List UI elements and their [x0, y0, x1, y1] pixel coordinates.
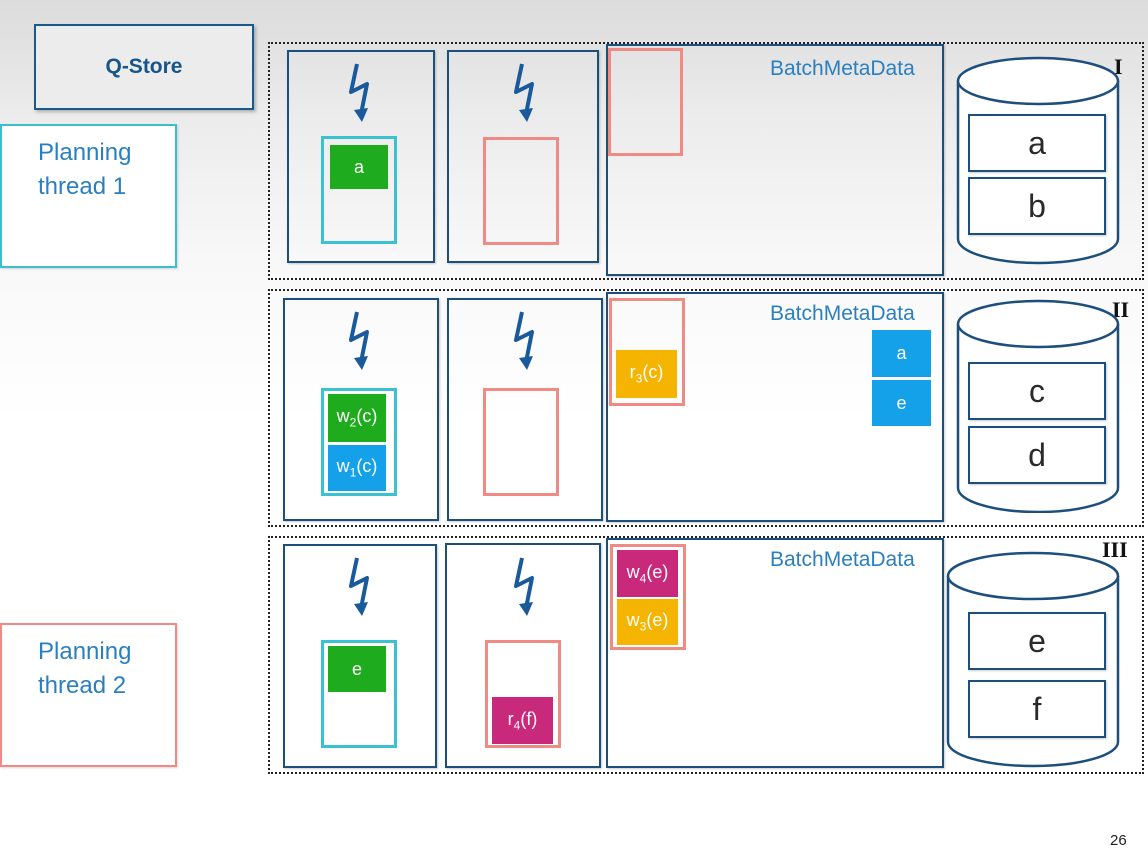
thread-2-queue-row-2: [483, 388, 559, 496]
planning-thread-1-box: Planning thread 1: [0, 124, 177, 268]
thread-1-queue-row-1: [321, 136, 397, 244]
thread-1-queue-row-2: [321, 388, 397, 496]
tile-r3c: r3(c): [616, 350, 677, 398]
row-2: [268, 289, 1144, 527]
tile-w3e-label: w3(e): [626, 610, 669, 634]
planning-thread-1-line-2: thread 1: [38, 173, 127, 200]
planning-thread-2-box: Planning thread 2: [0, 623, 177, 767]
planning-thread-2-line-1: Planning: [38, 638, 132, 665]
batch-metadata-box-row-1: [606, 44, 944, 276]
lightning-icon: [349, 557, 369, 616]
tile-e-row-3: e: [328, 646, 386, 692]
tile-r4f: r4(f): [492, 697, 553, 744]
lightning-icon: [514, 311, 534, 370]
store-item-a: a: [968, 114, 1106, 172]
tile-w4e: w4(e): [617, 550, 678, 597]
planning-thread-2-line-2: thread 2: [38, 672, 127, 699]
worker-1-row-2: [283, 298, 439, 521]
row-numeral-2: II: [1112, 297, 1130, 322]
tile-w1c-label: w1(c): [336, 456, 378, 480]
batch-queue-row-2: [609, 298, 685, 406]
batch-queue-row-1: [608, 48, 683, 156]
tile-w3e: w3(e): [617, 599, 678, 645]
tile-w2c-label: w2(c): [336, 406, 378, 430]
thread-1-queue-row-3: [321, 640, 397, 748]
tile-a-row-1: a: [330, 145, 388, 189]
worker-1-row-3: [283, 544, 437, 768]
qstore-title-box: Q-Store: [34, 24, 254, 110]
store-item-b: b: [968, 177, 1106, 235]
store-item-e: e: [968, 612, 1106, 670]
batch-metadata-label-row-1: BatchMetaData: [770, 57, 915, 80]
batch-queue-row-3: [610, 544, 686, 650]
qstore-label: Q-Store: [105, 55, 183, 78]
planning-thread-1-line-1: Planning: [38, 139, 132, 166]
worker-2-row-1: [447, 50, 599, 263]
meta-tile-e: e: [872, 380, 931, 426]
tile-r3c-label: r3(c): [629, 362, 664, 386]
store-item-c: c: [968, 362, 1106, 420]
tile-r4f-label: r4(f): [507, 708, 538, 733]
lightning-icon: [349, 311, 369, 370]
tile-w4e-label: w4(e): [626, 561, 669, 586]
row-numeral-3: III: [1102, 537, 1128, 562]
lightning-icon: [349, 63, 369, 122]
batch-metadata-box-row-3: [606, 538, 944, 768]
row-3: [268, 536, 1144, 774]
meta-tile-a: a: [872, 330, 931, 377]
row-1: [268, 42, 1144, 280]
lightning-icon: [514, 63, 534, 122]
batch-metadata-box-row-2: [606, 292, 944, 522]
batch-metadata-label-row-2: BatchMetaData: [770, 302, 915, 325]
lightning-icon: [514, 557, 534, 616]
row-numeral-1: I: [1114, 54, 1123, 79]
store-item-f: f: [968, 680, 1106, 738]
thread-2-queue-row-1: [483, 137, 559, 245]
thread-2-queue-row-3: [485, 640, 561, 748]
tile-w2c: w2(c): [328, 394, 386, 442]
tile-a-label: a: [353, 156, 364, 177]
worker-2-row-3: [445, 543, 601, 768]
page-number: 26: [1110, 832, 1127, 849]
store-item-d: d: [968, 426, 1106, 484]
tile-w1c: w1(c): [328, 445, 386, 491]
batch-metadata-label-row-3: BatchMetaData: [770, 548, 915, 571]
worker-1-row-1: [287, 50, 435, 263]
worker-2-row-2: [447, 298, 603, 521]
